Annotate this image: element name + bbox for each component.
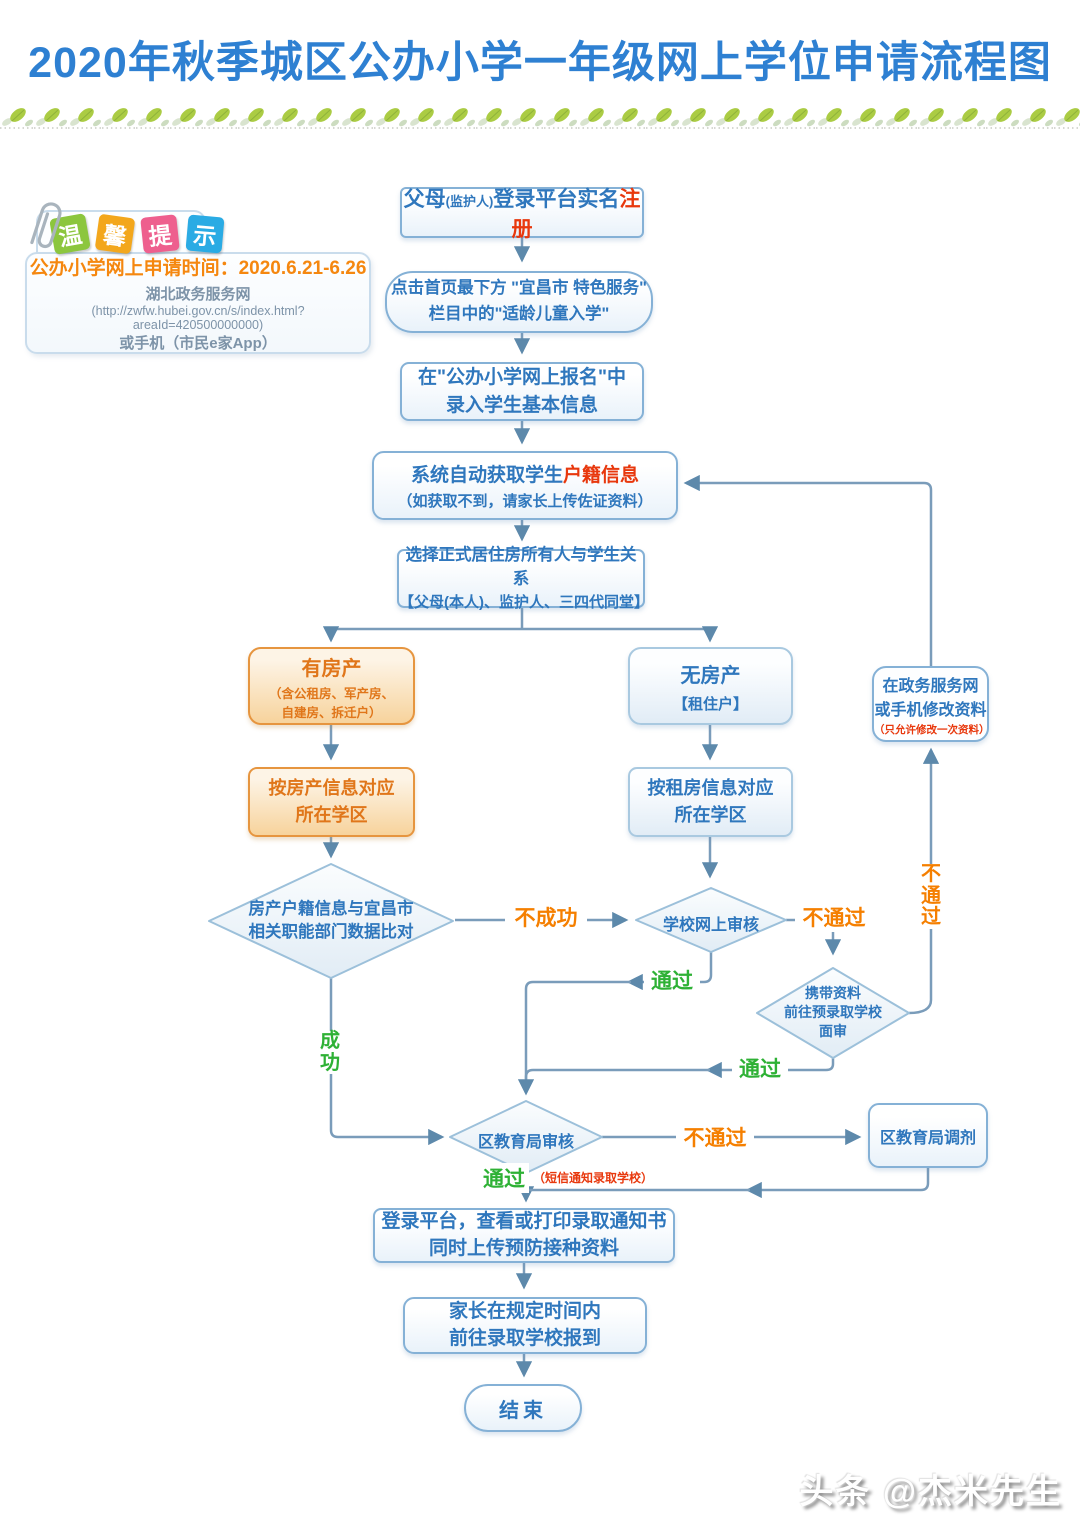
site-name-text: 湖北政务服务网: [145, 286, 251, 303]
paperclip-icon: [30, 202, 62, 249]
click-service-line2: 栏目中的"适龄儿童入学": [428, 305, 610, 323]
edge-label-compare-success: 成功: [317, 1030, 343, 1075]
decision-compare-label: 房产户籍信息与宜昌市 相关职能部门数据比对: [248, 900, 414, 942]
no-property-sub: 【租住户】: [672, 695, 748, 713]
admission-line1: 登录平台，查看或打印录取通知书: [381, 1210, 667, 1232]
admission-line2: 同时上传预防接种资料: [428, 1237, 619, 1259]
node-bureau-adjust: 区教育局调剂: [868, 1103, 988, 1168]
decision-school-review-label: 学校网上审核: [662, 917, 759, 934]
rent-district-line1: 按租房信息对应: [647, 778, 774, 798]
edge-label-bureau-fail: 不通过: [676, 1122, 754, 1152]
fetch-hukou-line2: （如获取不到，请家长上传佐证资料）: [397, 493, 653, 510]
enter-info-line2: 录入学生基本信息: [445, 394, 598, 416]
edge-label-bureau-pass: 通过: [479, 1163, 529, 1193]
click-service-line1: 点击首页最下方 "宜昌市 特色服务": [391, 279, 647, 298]
choose-relation-line1: 选择正式居住房所有人与学生关系: [405, 545, 637, 589]
no-property-title: 无房产: [680, 664, 741, 687]
edge-label-onsite-fail: 不通过: [918, 863, 944, 929]
decision-compare-shape: [208, 863, 454, 979]
rent-district-line2: 所在学区: [674, 805, 747, 825]
node-enter-info: 在"公办小学网上报名"中 录入学生基本信息: [400, 362, 644, 421]
tip-tile-xin: 馨: [94, 213, 136, 255]
report-line1: 家长在规定时间内: [448, 1300, 601, 1322]
tip-tile-ti: 提: [140, 214, 180, 254]
node-register: 父母(监护人)登录平台实名注册: [400, 187, 644, 241]
node-has-property: 有房产 （含公租房、军产房、 自建房、拆迁户）: [248, 647, 415, 725]
edge-label-bureau-pass-note: （短信通知录取学校）: [533, 1171, 654, 1185]
fetch-hukou-highlight: 户籍信息: [563, 465, 640, 486]
edge-label-compare-fail: 不成功: [505, 902, 587, 932]
modify-info-line1: 在政务服务网: [882, 677, 979, 695]
apply-time-text: 公办小学网上申请时间：2020.6.21-6.26: [29, 258, 367, 279]
site-url-text: (http://zwfw.hubei.gov.cn/s/index.html?a…: [91, 304, 305, 332]
modify-info-note: （只允许修改一次资料）: [874, 723, 990, 736]
node-modify-info: 在政务服务网 或手机修改资料 （只允许修改一次资料）: [872, 666, 990, 742]
decision-onsite-review-label: 携带资料 前往预录取学校 面审: [784, 985, 882, 1039]
register-highlight-text: 注册: [511, 187, 641, 241]
tip-tile-shi: 示: [185, 214, 225, 254]
property-district-line2: 所在学区: [295, 805, 368, 825]
has-property-title: 有房产: [301, 657, 362, 680]
node-end: 结束: [464, 1384, 582, 1432]
node-report: 家长在规定时间内 前往录取学校报到: [403, 1297, 647, 1354]
tip-box: 公办小学网上申请时间：2020.6.21-6.26 湖北政务服务网 (http:…: [25, 252, 371, 354]
node-admission: 登录平台，查看或打印录取通知书 同时上传预防接种资料: [373, 1208, 675, 1263]
has-property-sub1: （含公租房、军产房、: [268, 686, 394, 701]
node-property-district: 按房产信息对应 所在学区: [248, 767, 415, 837]
property-district-line1: 按房产信息对应: [268, 778, 395, 798]
decision-onsite-review-shape: [756, 967, 910, 1059]
alt-channel-text: 或手机（市民e家App）: [119, 335, 277, 352]
node-rent-district: 按租房信息对应 所在学区: [628, 767, 793, 837]
tip-title-tiles: 温 馨 提 示: [49, 213, 225, 255]
report-line2: 前往录取学校报到: [448, 1327, 601, 1349]
node-fetch-hukou: 系统自动获取学生户籍信息 （如获取不到，请家长上传佐证资料）: [372, 451, 678, 520]
has-property-sub2: 自建房、拆迁户）: [281, 705, 382, 720]
edge-label-onsite-pass: 通过: [732, 1053, 788, 1083]
leaf-divider: [0, 104, 1080, 136]
decision-school-review-shape: [635, 887, 787, 953]
page-title: 2020年秋季城区公办小学一年级网上学位申请流程图: [28, 39, 1052, 87]
register-mid-text: 登录平台实名: [493, 187, 620, 211]
register-text: 父母: [403, 187, 446, 211]
watermark: 头条 @杰米先生: [799, 1473, 1062, 1511]
edge-label-school-pass: 通过: [644, 965, 700, 995]
decision-bureau-review-label: 区教育局审核: [477, 1134, 574, 1151]
choose-relation-line2: 【父母(本人)、监护人、三四代同堂】: [399, 594, 649, 611]
enter-info-line1: 在"公办小学网上报名"中: [417, 366, 627, 388]
edge-label-school-fail: 不通过: [795, 902, 873, 932]
node-choose-relation: 选择正式居住房所有人与学生关系 【父母(本人)、监护人、三四代同堂】: [397, 546, 649, 611]
fetch-hukou-pre: 系统自动获取学生: [410, 465, 563, 486]
register-small-text: (监护人): [445, 193, 494, 209]
node-no-property: 无房产 【租住户】: [628, 647, 793, 725]
node-click-service: 点击首页最下方 "宜昌市 特色服务" 栏目中的"适龄儿童入学": [385, 271, 653, 333]
modify-info-line2: 或手机修改资料: [874, 701, 987, 719]
